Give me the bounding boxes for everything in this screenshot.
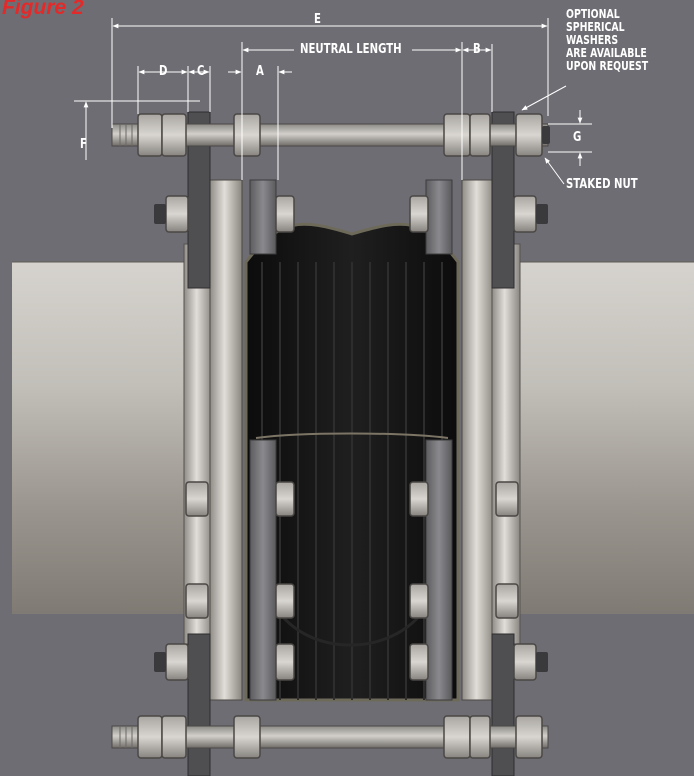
- dimension-label-a: A: [256, 64, 264, 79]
- note-line: WASHERS: [566, 33, 619, 47]
- left-retaining-ring: [249, 179, 277, 255]
- dimension-label-e: E: [314, 12, 321, 27]
- dimension-label-b: B: [473, 42, 481, 57]
- spherical-washers-note: OPTIONAL SPHERICAL WASHERS ARE AVAILABLE…: [566, 8, 648, 73]
- hex-nuts: [137, 113, 543, 759]
- dimension-label-d: D: [159, 64, 168, 79]
- note-line: OPTIONAL: [566, 7, 620, 21]
- dimension-label-f: F: [80, 137, 87, 152]
- note-line: SPHERICAL: [566, 20, 625, 34]
- dimension-lines: [74, 18, 592, 185]
- figure-title: Figure 2: [2, 0, 84, 19]
- dimension-label-c: C: [197, 64, 205, 79]
- note-line: ARE AVAILABLE: [566, 46, 647, 60]
- note-line: UPON REQUEST: [566, 59, 649, 73]
- dimension-label-neutral-length: NEUTRAL LENGTH: [300, 42, 402, 57]
- left-pipe: [12, 262, 197, 614]
- right-flange: [461, 179, 495, 701]
- bottom-tie-rod: [111, 725, 549, 749]
- staked-nut-label: STAKED NUT: [566, 177, 638, 192]
- dimension-label-g: G: [573, 130, 582, 145]
- right-pipe: [505, 262, 694, 614]
- right-retaining-ring: [425, 179, 453, 255]
